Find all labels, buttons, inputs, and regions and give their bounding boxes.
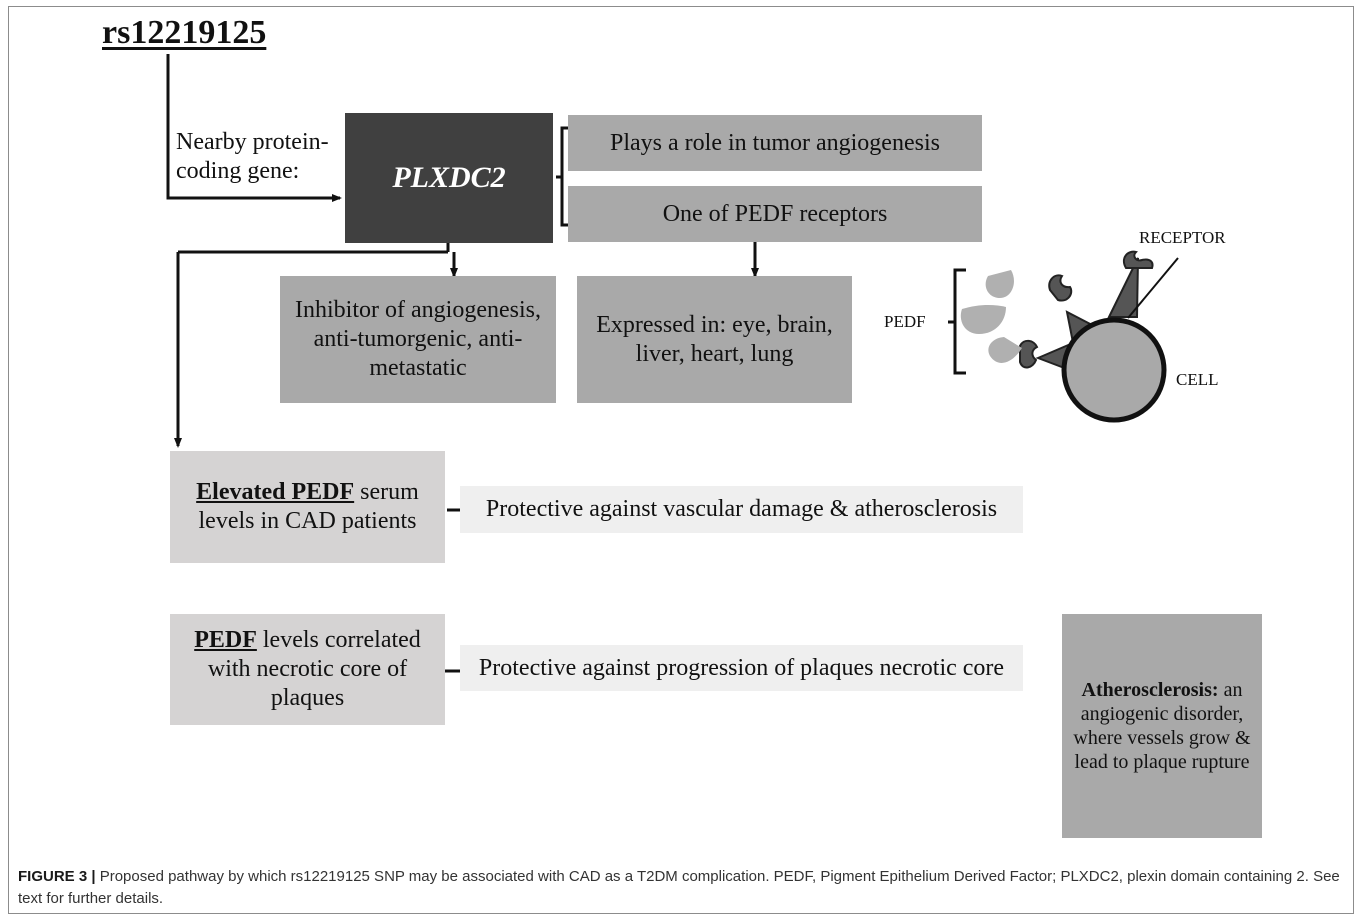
caption-text: Proposed pathway by which rs12219125 SNP… bbox=[18, 868, 1340, 907]
pedf-molecule-2-icon bbox=[960, 304, 1006, 334]
elevated-pedf-box: Elevated PEDF serum levels in CAD patien… bbox=[170, 451, 445, 563]
gene-roles-bracket bbox=[556, 126, 568, 227]
pedf-correlation-highlight: PEDF bbox=[194, 627, 257, 654]
receptor-cup-top-icon bbox=[1122, 250, 1154, 269]
pedf-schematic-label: PEDF bbox=[884, 312, 926, 331]
pedf-correlation-box: PEDF levels correlated with necrotic cor… bbox=[170, 614, 445, 725]
pedf-schematic-bracket bbox=[948, 268, 966, 375]
nearby-gene-label: Nearby protein-coding gene: bbox=[176, 129, 329, 184]
figure-caption: FIGURE 3 | Proposed pathway by which rs1… bbox=[18, 866, 1344, 910]
atherosclerosis-box: Atherosclerosis: an angiogenic disorder,… bbox=[1062, 614, 1262, 838]
receptor-label: RECEPTOR bbox=[1139, 228, 1226, 247]
caption-label: FIGURE 3 | bbox=[18, 868, 96, 885]
receptor-cup-lower-icon bbox=[1019, 339, 1039, 369]
snp-to-gene-arrow bbox=[166, 54, 342, 202]
atherosclerosis-term: Atherosclerosis: bbox=[1081, 679, 1219, 701]
cell-label: CELL bbox=[1176, 370, 1219, 389]
pedf-effect-inhibitor: Inhibitor of angiogenesis, anti-tumorgen… bbox=[280, 276, 556, 403]
atherosclerosis-text: an angiogenic disorder, where vessels gr… bbox=[1073, 679, 1251, 773]
figure-frame bbox=[8, 6, 1354, 914]
pedf-correlation-text: levels correlated with necrotic core of … bbox=[207, 627, 421, 711]
pedf-molecule-1-icon bbox=[985, 270, 1014, 298]
elevated-pedf-highlight: Elevated PEDF bbox=[196, 479, 355, 506]
receptor-pointer-line bbox=[1127, 257, 1179, 319]
pedf-effect-expression: Expressed in: eye, brain, liver, heart, … bbox=[577, 276, 852, 403]
gene-role-pedf-receptor: One of PEDF receptors bbox=[568, 186, 982, 242]
receptor-top-icon bbox=[1107, 257, 1139, 318]
snp-title: rs12219125 bbox=[102, 14, 267, 51]
vascular-protection-box: Protective against vascular damage & ath… bbox=[460, 486, 1023, 533]
gene-box: PLXDC2 bbox=[345, 113, 553, 243]
elevated-pedf-text: serum levels in CAD patients bbox=[198, 479, 419, 534]
gene-role-angiogenesis: Plays a role in tumor angiogenesis bbox=[568, 115, 982, 171]
cell-icon bbox=[1061, 317, 1167, 423]
necrotic-core-protection-box: Protective against progression of plaque… bbox=[460, 645, 1023, 691]
pedf-molecule-3-icon bbox=[988, 337, 1022, 363]
receptor-cup-left-icon bbox=[1048, 274, 1073, 302]
